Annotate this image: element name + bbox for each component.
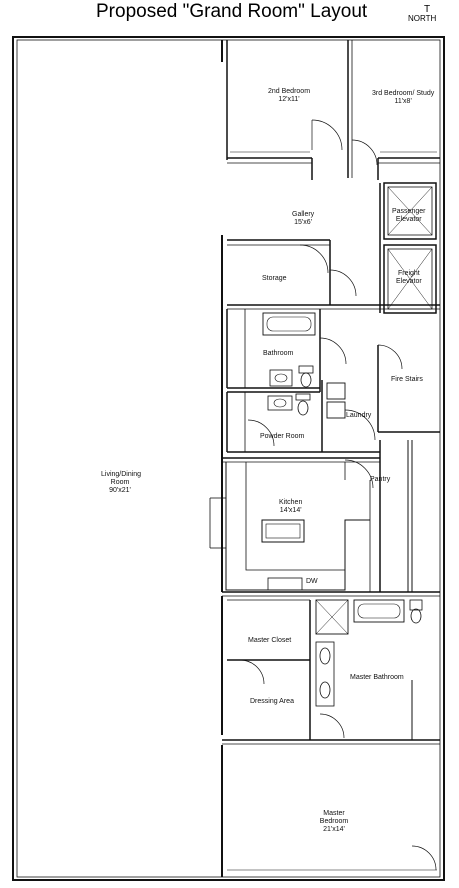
freight-elevator-shaft xyxy=(383,244,437,314)
vanity-sink xyxy=(319,681,331,699)
passenger-elevator-shaft xyxy=(383,182,437,240)
door-swing xyxy=(319,713,345,739)
door-swing xyxy=(329,269,357,297)
room-label-bathroom: Bathroom xyxy=(263,350,294,357)
dryer xyxy=(326,401,346,419)
toilet-tank xyxy=(409,599,423,611)
room-label-fire-stairs: Fire Stairs xyxy=(391,376,423,383)
kitchen-counter xyxy=(225,462,370,591)
dishwasher-label: DW xyxy=(306,578,318,585)
outer-wall-inner xyxy=(16,39,441,878)
room-label-laundry: Laundry xyxy=(346,412,372,419)
room-label-pantry: Pantry xyxy=(370,476,391,483)
door-swing xyxy=(299,244,329,274)
toilet-tank xyxy=(298,365,314,374)
door-swing xyxy=(344,459,374,489)
kitchen-sink xyxy=(267,577,303,591)
bathtub xyxy=(262,312,316,336)
door-swing xyxy=(319,337,347,365)
room-label-dressing-area: Dressing Area xyxy=(250,698,294,705)
room-label-master-closet: Master Closet xyxy=(248,637,292,644)
door-swing xyxy=(411,845,437,871)
toilet-tank xyxy=(295,393,311,401)
kitchen-island xyxy=(261,519,305,543)
sink xyxy=(269,369,293,387)
north-label: NORTH xyxy=(408,14,437,23)
sink xyxy=(267,395,293,411)
room-label-powder-room: Powder Room xyxy=(260,433,305,440)
plan-title: Proposed "Grand Room" Layout xyxy=(96,1,368,22)
door-swing xyxy=(247,419,275,447)
vanity-sink xyxy=(319,647,331,665)
door-swing xyxy=(344,409,376,441)
door-swing xyxy=(239,659,265,685)
north-arrow-icon: T xyxy=(424,4,431,15)
door-swing xyxy=(377,344,403,370)
door-swing xyxy=(311,119,343,151)
door-swing xyxy=(351,139,378,166)
shower xyxy=(315,599,349,635)
outer-wall xyxy=(12,36,445,881)
washer xyxy=(326,382,346,400)
room-label-storage: Storage xyxy=(262,275,287,282)
room-label-master-bathroom: Master Bathroom xyxy=(350,674,404,681)
master-bathtub xyxy=(353,599,405,623)
